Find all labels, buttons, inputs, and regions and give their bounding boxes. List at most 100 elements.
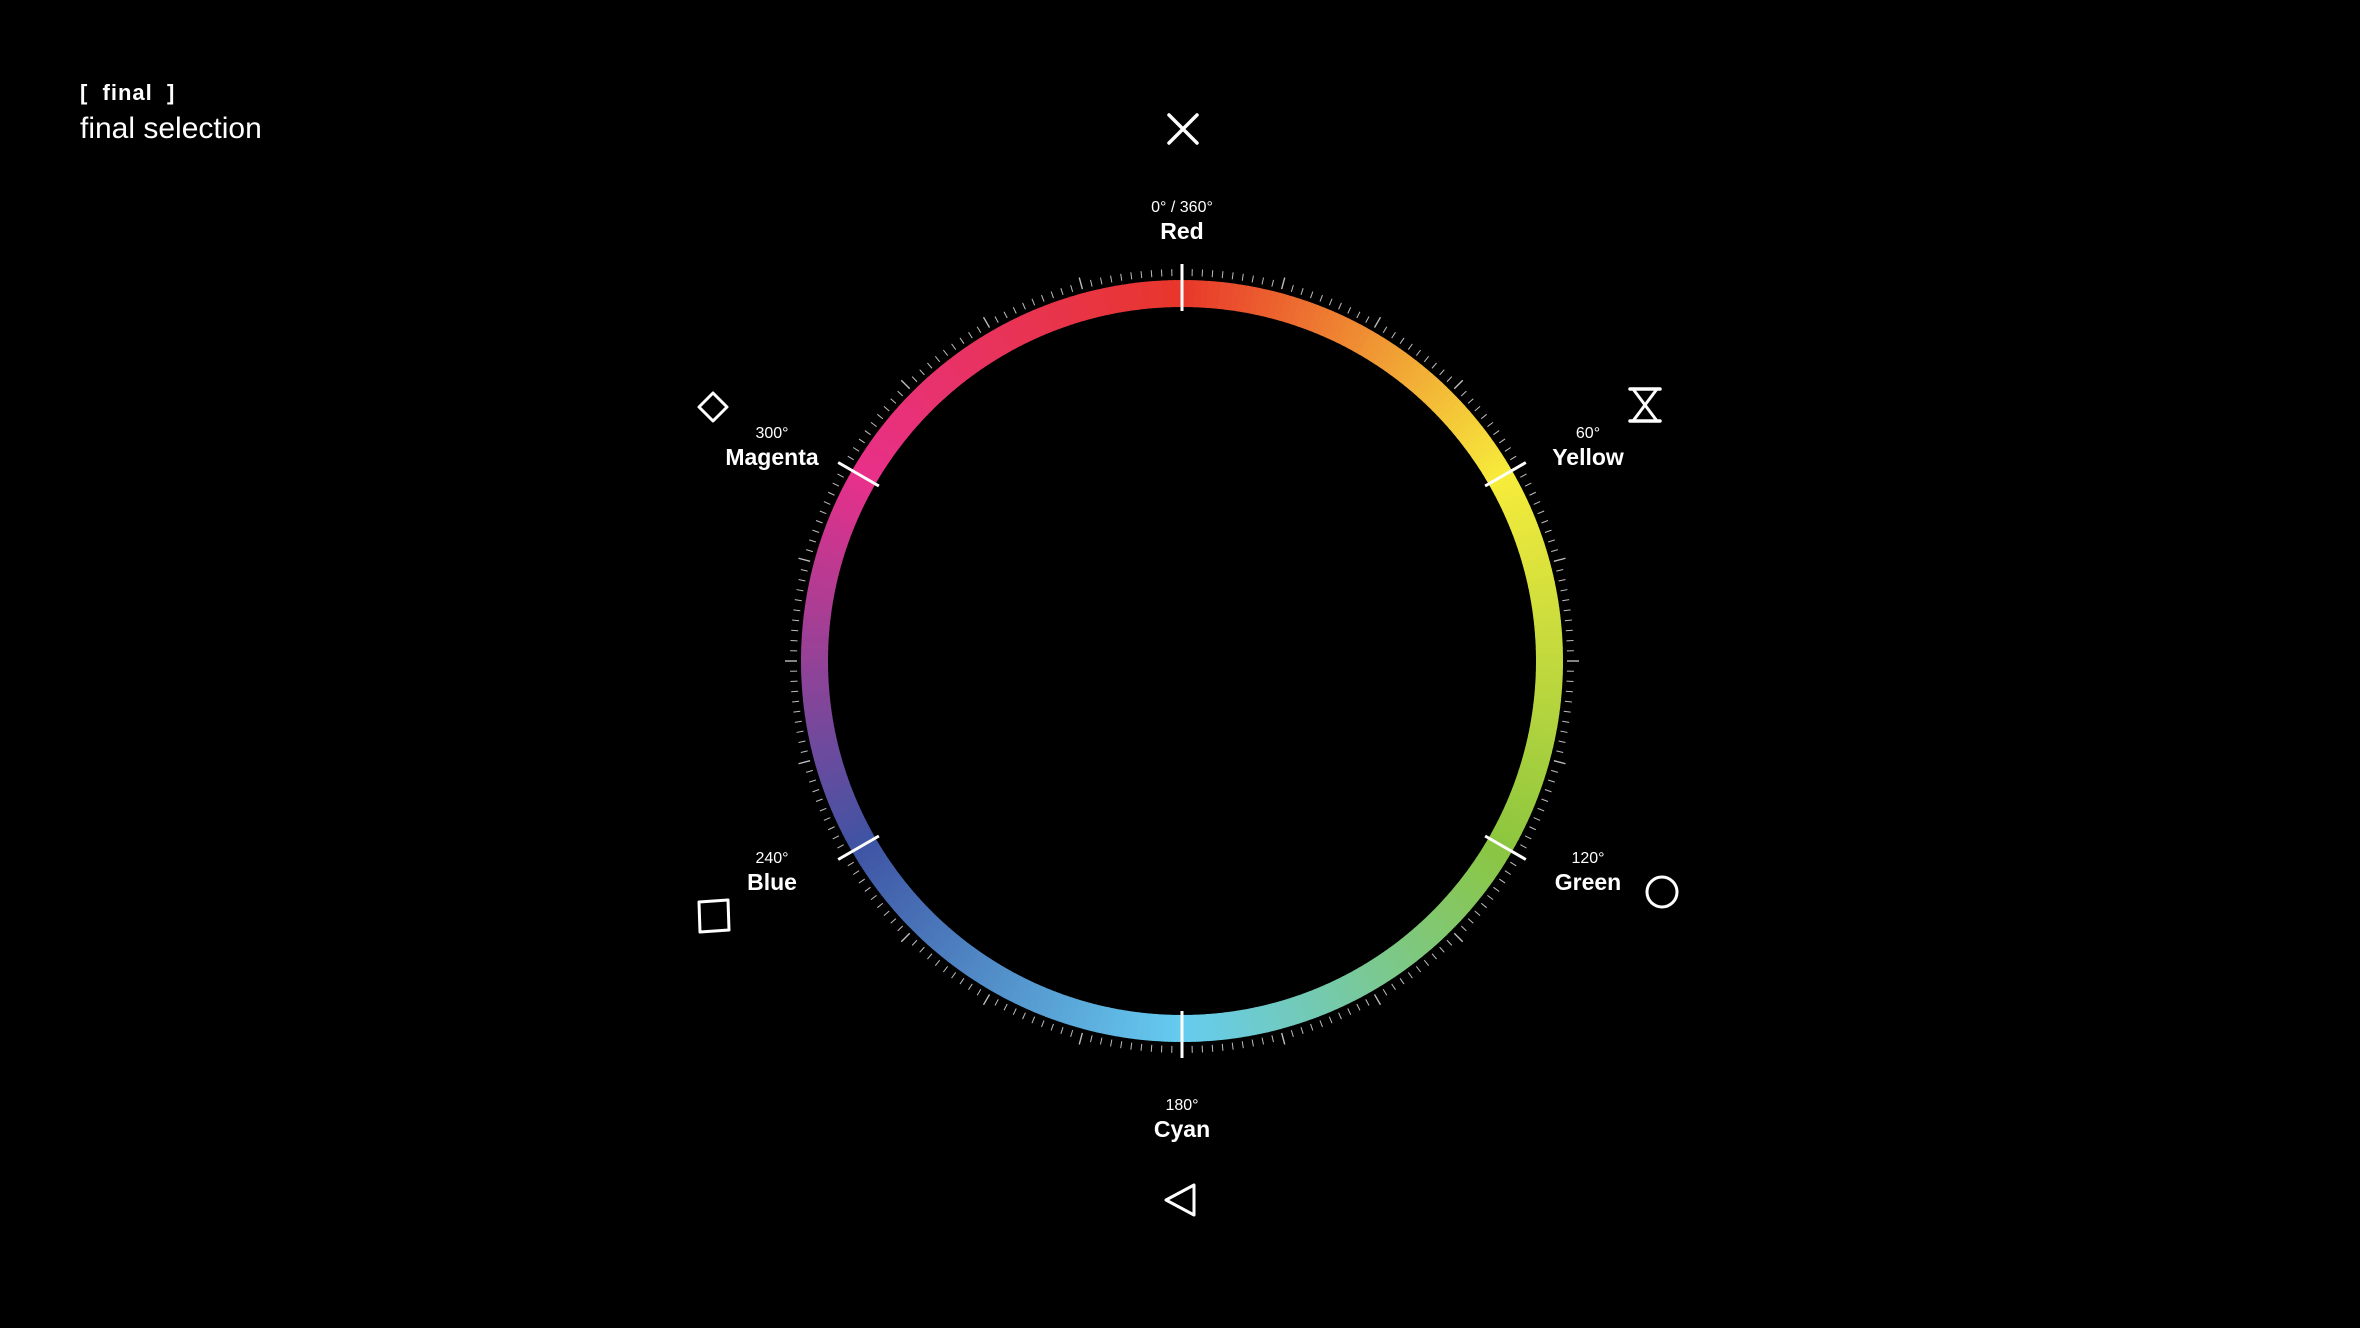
hue-ring-slice <box>1314 307 1332 336</box>
triangle-button[interactable] <box>1162 1182 1198 1218</box>
hourglass-button[interactable] <box>1628 386 1662 424</box>
tick-mark <box>1328 1016 1333 1024</box>
hue-ring-slice <box>1008 318 1028 346</box>
hue-ring-slice <box>1509 787 1538 805</box>
hue-ring-slice <box>1494 481 1522 501</box>
hue-ring-slice <box>1342 321 1362 349</box>
tick-mark <box>1090 279 1093 287</box>
hue-ring-slice <box>1261 289 1275 318</box>
hue-ring-slice <box>1530 594 1559 607</box>
tick-mark <box>1564 700 1572 703</box>
tick-mark <box>1140 271 1143 279</box>
tick-mark <box>1551 769 1558 773</box>
tick-mark <box>847 861 854 867</box>
hue-ring-slice <box>931 927 955 954</box>
tick-mark <box>1310 1023 1314 1031</box>
tick-mark <box>919 946 925 953</box>
hue-ring-slice <box>1026 984 1045 1012</box>
tick-mark <box>1453 379 1464 390</box>
tick-mark <box>1558 740 1566 743</box>
hue-ring-slice <box>1468 863 1495 886</box>
tick-mark <box>1280 277 1286 290</box>
hue-ring-slice <box>962 344 985 372</box>
hue-ring-slice <box>1440 400 1466 425</box>
tick-mark <box>1022 1012 1026 1020</box>
hue-ring-slice <box>1520 548 1549 565</box>
tick-mark <box>1050 291 1054 299</box>
hue-ring-slice <box>1168 280 1177 308</box>
tick-mark <box>1110 275 1113 283</box>
hue-ring-slice <box>869 436 896 459</box>
hue-ring-slice <box>819 536 848 553</box>
circle-button[interactable] <box>1644 874 1680 910</box>
diamond-button[interactable] <box>696 390 730 424</box>
hue-ring-slice <box>855 842 883 864</box>
hue-ring-slice <box>1436 395 1462 421</box>
tick-mark <box>1563 710 1571 713</box>
tick-mark <box>791 629 799 632</box>
hue-ring-slice <box>1290 298 1307 327</box>
hue-ring-slice <box>912 386 937 412</box>
hue-ring-slice <box>1273 1001 1288 1030</box>
hue-ring-slice <box>1187 280 1196 308</box>
tick-mark <box>1060 288 1064 295</box>
hue-ring-slice <box>1505 505 1533 524</box>
hue-ring-slice <box>968 341 990 368</box>
hue-ring-slice <box>916 915 942 941</box>
hue-ring[interactable] <box>801 280 1564 1042</box>
tick-mark <box>1537 510 1545 515</box>
tick-mark <box>1556 569 1564 572</box>
hue-ring-slice <box>1444 892 1470 917</box>
hue-ring-slice <box>1296 300 1313 329</box>
hue-ring-slice <box>898 897 924 922</box>
hue-ring-slice <box>1389 943 1412 970</box>
tick-mark <box>1529 826 1537 831</box>
hue-ring-slice <box>921 377 946 403</box>
tick-mark <box>837 473 844 478</box>
hue-ring-slice <box>810 568 839 582</box>
tick-mark <box>968 331 973 339</box>
tick-mark <box>815 520 823 524</box>
hue-ring-slice <box>1418 919 1443 945</box>
tick-mark <box>1564 619 1572 622</box>
hue-ring-slice <box>831 798 859 817</box>
hue-ring-slice <box>889 888 916 912</box>
hue-ring-slice <box>1379 344 1402 372</box>
label-yellow: 60° Yellow <box>1552 424 1624 470</box>
hue-ring-slice <box>1248 286 1262 315</box>
hue-ring-slice <box>1379 950 1402 978</box>
hue-ring-slice <box>1509 517 1538 535</box>
hue-ring-slice <box>957 947 980 974</box>
hue-ring-slice <box>801 647 829 656</box>
tick-mark <box>1520 473 1527 478</box>
hue-ring-slice <box>1347 324 1368 352</box>
tick-mark <box>793 609 801 612</box>
hue-ring-slice <box>1431 906 1457 931</box>
hue-ring-slice <box>894 892 920 917</box>
tick-mark <box>1439 369 1445 376</box>
hue-ring-slice <box>985 964 1006 992</box>
hue-ring-slice <box>1336 976 1356 1004</box>
hue-ring-slice <box>1523 561 1552 576</box>
hue-ring-slice <box>1464 431 1491 454</box>
tick-mark <box>1480 413 1487 420</box>
cross-icon <box>1167 113 1199 145</box>
tick-mark <box>796 589 804 592</box>
cross-button[interactable] <box>1166 112 1200 146</box>
hue-ring-slice <box>1108 285 1122 314</box>
header-title: final selection <box>80 112 262 145</box>
tick-mark <box>1487 894 1494 901</box>
hue-ring-slice <box>839 815 867 835</box>
tick-mark <box>852 447 860 452</box>
hue-ring-slice <box>1413 373 1438 399</box>
hue-ring-slice <box>1485 837 1513 858</box>
tick-mark <box>1078 277 1084 290</box>
tick-mark <box>1271 279 1274 287</box>
tick-mark <box>982 316 991 328</box>
square-button[interactable] <box>697 898 731 934</box>
hue-ring-slice <box>1353 967 1374 995</box>
hue-ring-slice <box>804 600 833 613</box>
tick-mark <box>1373 316 1382 328</box>
tick-mark <box>982 994 991 1006</box>
